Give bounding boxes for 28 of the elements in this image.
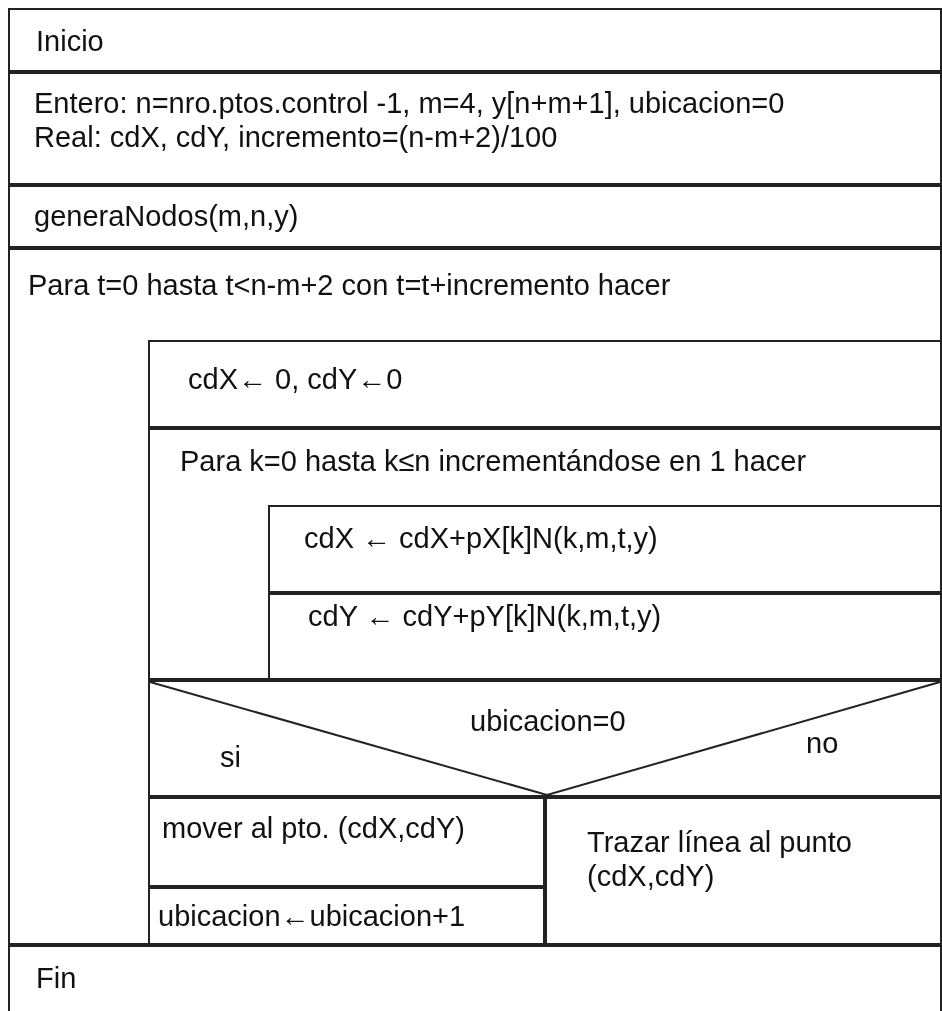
loop-block <box>8 248 942 945</box>
process-block <box>148 340 942 428</box>
statement-text: Para k=0 hasta k≤n incrementándose en 1 hacer <box>180 444 807 478</box>
process-block <box>8 185 942 248</box>
process-block <box>545 797 942 945</box>
statement-text: mover al pto. (cdX,cdY) <box>162 811 465 845</box>
branch-label: si <box>220 740 241 774</box>
statement-text: Trazar línea al punto (cdX,cdY) <box>587 825 853 893</box>
branch-label: no <box>806 726 839 760</box>
statement-text: cdX← 0, cdY←0 <box>188 362 403 396</box>
loop-block <box>148 428 942 680</box>
statement-text: Real: cdX, cdY, incremento=(n-m+2)/100 <box>34 120 558 154</box>
process-block <box>8 8 942 72</box>
process-block <box>8 72 942 185</box>
statement-text: Para t=0 hasta t<n-m+2 con t=t+incremento hacer <box>28 268 671 302</box>
statement-text: generaNodos(m,n,y) <box>34 199 299 233</box>
process-block <box>268 593 942 680</box>
statement-text: cdX ← cdX+pX[k]N(k,m,t,y) <box>304 521 658 555</box>
process-block <box>148 887 545 945</box>
statement-text: cdY ← cdY+pY[k]N(k,m,t,y) <box>308 599 662 633</box>
condition-text: ubicacion=0 <box>470 704 626 738</box>
process-block <box>8 945 942 1011</box>
statement-text: Fin <box>36 961 77 995</box>
statement-text: Entero: n=nro.ptos.control -1, m=4, y[n+m+1], ubicacion=0 <box>34 86 785 120</box>
process-block <box>268 505 942 593</box>
statement-text: ubicacion←ubicacion+1 <box>158 899 466 933</box>
process-block <box>148 797 545 887</box>
statement-text: Inicio <box>36 24 104 58</box>
